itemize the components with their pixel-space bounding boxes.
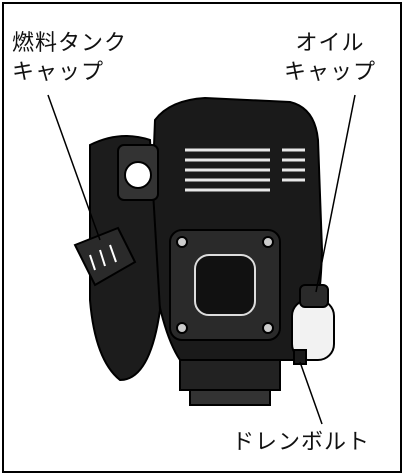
drain-bolt-label: ドレンボルト [232, 430, 371, 455]
engine-body [148, 96, 324, 406]
fuel-tank [73, 135, 162, 382]
oil-tank [291, 284, 335, 365]
oil-cap-label-line2: キャップ [284, 60, 377, 85]
oil-cap-label: オイル キャップ [284, 29, 376, 87]
fuel-cap-label-line1: 燃料タンク [12, 31, 128, 56]
leader-lines [47, 94, 356, 425]
fuel-cap-label-line2: キャップ [12, 60, 105, 85]
oil-cap-label-line1: オイル [295, 31, 365, 56]
fuel-cap-label: 燃料タンク キャップ [12, 29, 127, 87]
